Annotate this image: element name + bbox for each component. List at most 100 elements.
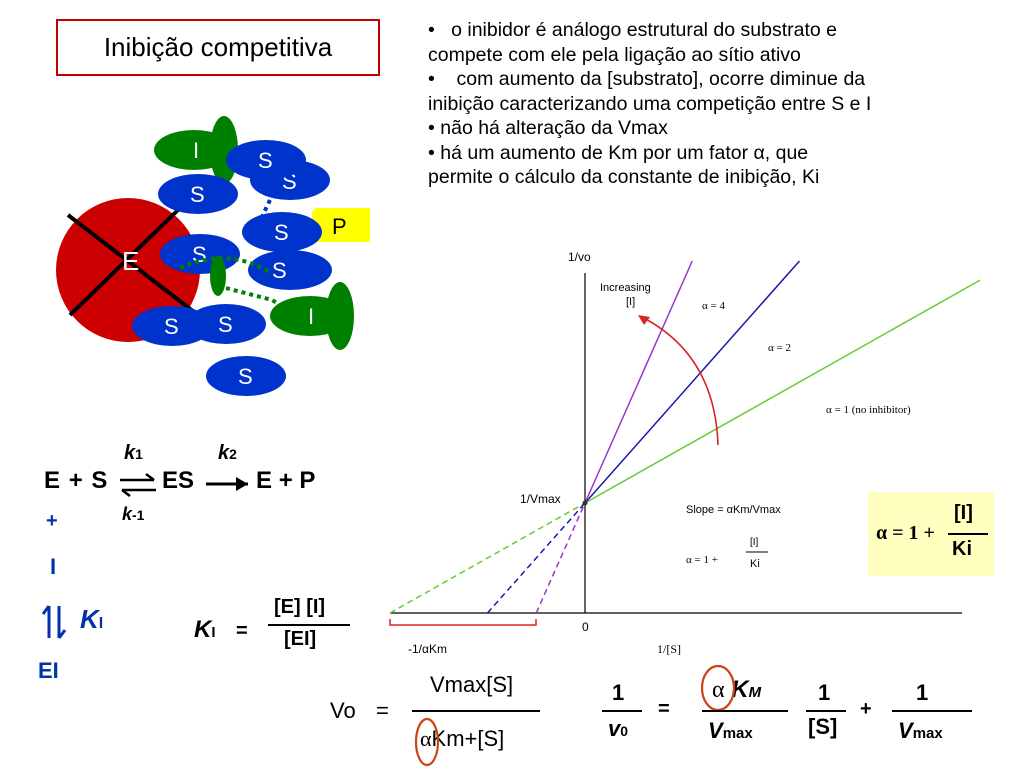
equilibrium-arrow — [120, 473, 156, 497]
lw-equals: = — [658, 698, 670, 720]
inhibitor-shape — [154, 130, 234, 170]
lw-one: 1 — [612, 680, 625, 705]
forward-arrow — [206, 477, 248, 491]
product-shape — [312, 208, 370, 242]
series-line-extrapolated — [486, 502, 586, 614]
vo-label: Vo — [330, 698, 356, 723]
species-s: S — [91, 467, 108, 494]
substrate-shape — [226, 140, 306, 180]
alpha-eq-den: Ki — [750, 558, 760, 570]
vertical-equilibrium-arrow — [41, 605, 67, 639]
substrate-label: S — [218, 312, 233, 337]
series-label: α = 4 — [702, 300, 725, 312]
bullet-text: não há alteração da Vmax — [440, 117, 668, 139]
series-line — [584, 279, 980, 504]
lw-v0: v0 — [608, 716, 629, 741]
series-line-extrapolated — [535, 502, 586, 614]
y-intercept-label: 1/Vmax — [520, 492, 561, 506]
ki-eq-equals: = — [236, 620, 248, 642]
lw-alpha-km: α KM — [712, 676, 762, 703]
product-label: P — [332, 214, 347, 239]
slope-annotation: Slope = αKm/Vmax — [686, 504, 781, 516]
alpha-circle-highlight — [700, 664, 736, 712]
substrate-shape — [158, 174, 238, 214]
vo-equation: Vo = Vmax[S] αKm+[S] — [330, 662, 580, 767]
bullet-text: inibição caracterizando uma competição e… — [428, 92, 872, 115]
substrate-label: S — [272, 258, 287, 283]
lw-one-2: 1 — [818, 680, 831, 705]
x-intercept-bracket — [389, 619, 537, 626]
fraction-bar — [892, 710, 972, 712]
inhibitor-label: I — [308, 304, 314, 329]
fraction-bar — [602, 710, 642, 712]
kinetic-scheme: E + S k1 ES k2 E + P k-1 + I KI EI KI — [30, 412, 364, 724]
k-minus1-label: k-1 — [122, 504, 145, 524]
substrate-shape — [206, 356, 286, 396]
lineweaver-burk-equation: 1 v0 = α KM Vmax 1 [S] + 1 Vmax — [590, 660, 980, 760]
lw-vmax-2: Vmax — [898, 718, 943, 743]
ki-eq-lhs: KI — [194, 616, 216, 643]
lw-one-3: 1 — [916, 680, 929, 705]
intercept-point — [582, 500, 588, 506]
arrow-head — [638, 315, 650, 325]
origin-label: 0 — [582, 620, 589, 634]
inhibitor-label: I — [193, 138, 199, 163]
alpha-circle-highlight — [414, 717, 440, 767]
substrate-label: S — [190, 182, 205, 207]
lw-substrate: [S] — [808, 714, 838, 739]
bullet-1: • o inibidor é análogo estrutural do sub… — [428, 18, 1024, 67]
fraction-bar — [702, 710, 788, 712]
products: E + P — [256, 467, 316, 494]
series-label: α = 2 — [768, 342, 791, 354]
series-label: α = 1 (no inhibitor) — [826, 404, 911, 416]
series-line-extrapolated — [389, 502, 586, 614]
vo-equals: = — [376, 698, 389, 723]
increasing-arrow — [641, 316, 719, 446]
increasing-label-i: [I] — [626, 296, 635, 308]
bullet-text: o inibidor é análogo estrutural do subst… — [451, 19, 838, 41]
enzyme-label: E — [122, 246, 139, 276]
bullet-list: • o inibidor é análogo estrutural do sub… — [428, 18, 1024, 190]
fraction-bar — [806, 710, 846, 712]
k2-label: k2 — [218, 442, 237, 464]
page-title: Inibição competitiva — [103, 32, 333, 62]
alpha-eq-lhs: α = 1 + — [686, 554, 718, 566]
substrate-label: S — [258, 148, 273, 173]
bullet-marker: • — [428, 141, 435, 164]
x-axis-label: 1/[S] — [657, 642, 681, 656]
alpha-definition-box: α = 1 + [I] Ki — [868, 492, 994, 576]
alpha-lhs: α = 1 + — [876, 522, 935, 544]
ki-eq-denominator: [EI] — [284, 628, 317, 650]
alpha-eq-num: [I] — [750, 537, 759, 548]
bullet-2: • com aumento da [substrato], ocorre dim… — [428, 67, 1024, 116]
y-axis-label: 1/vo — [568, 250, 591, 264]
k1-label: k1 — [124, 442, 143, 464]
series-line — [584, 260, 801, 504]
series-line — [584, 260, 693, 504]
substrate-label: S — [274, 220, 289, 245]
bullet-marker: • — [428, 19, 435, 41]
vo-numerator: Vmax[S] — [430, 672, 514, 697]
species-e: E — [44, 467, 61, 494]
vo-denominator: αKm+[S] — [420, 726, 505, 751]
bullet-text: compete com ele pela ligação ao sítio at… — [428, 43, 801, 66]
alpha-numerator: [I] — [954, 502, 973, 524]
bullet-4: • há um aumento de Km por um fator α, qu… — [428, 141, 1024, 190]
x-intercept-label: -1/αKm — [408, 642, 447, 656]
plus-sign-blue: + — [46, 510, 58, 532]
fraction-bar — [948, 533, 988, 535]
lineweaver-burk-chart: 1/vo 1/[S] 0 1/Vmax -1/αKm α = 1 (no inh… — [389, 250, 980, 656]
substrate-shape — [248, 250, 332, 290]
substrate-shape — [186, 304, 266, 344]
inhibitor-shape — [270, 296, 350, 336]
ki-eq-numerator: [E] [I] — [274, 596, 326, 618]
bullet-text: com aumento da [substrato], ocorre dimin… — [456, 68, 866, 90]
competitive-inhibition-cartoon: E I S S S P S S S I S S S — [56, 116, 370, 396]
dotted-arrow — [179, 256, 274, 276]
substrate-label: S — [238, 364, 253, 389]
bullet-text: há um aumento de Km por um fator α, que — [440, 141, 809, 164]
substrate-shape — [242, 212, 322, 252]
species-es: ES — [162, 467, 195, 494]
alpha-denominator: Ki — [952, 538, 972, 560]
ki-label: KI — [80, 604, 104, 634]
